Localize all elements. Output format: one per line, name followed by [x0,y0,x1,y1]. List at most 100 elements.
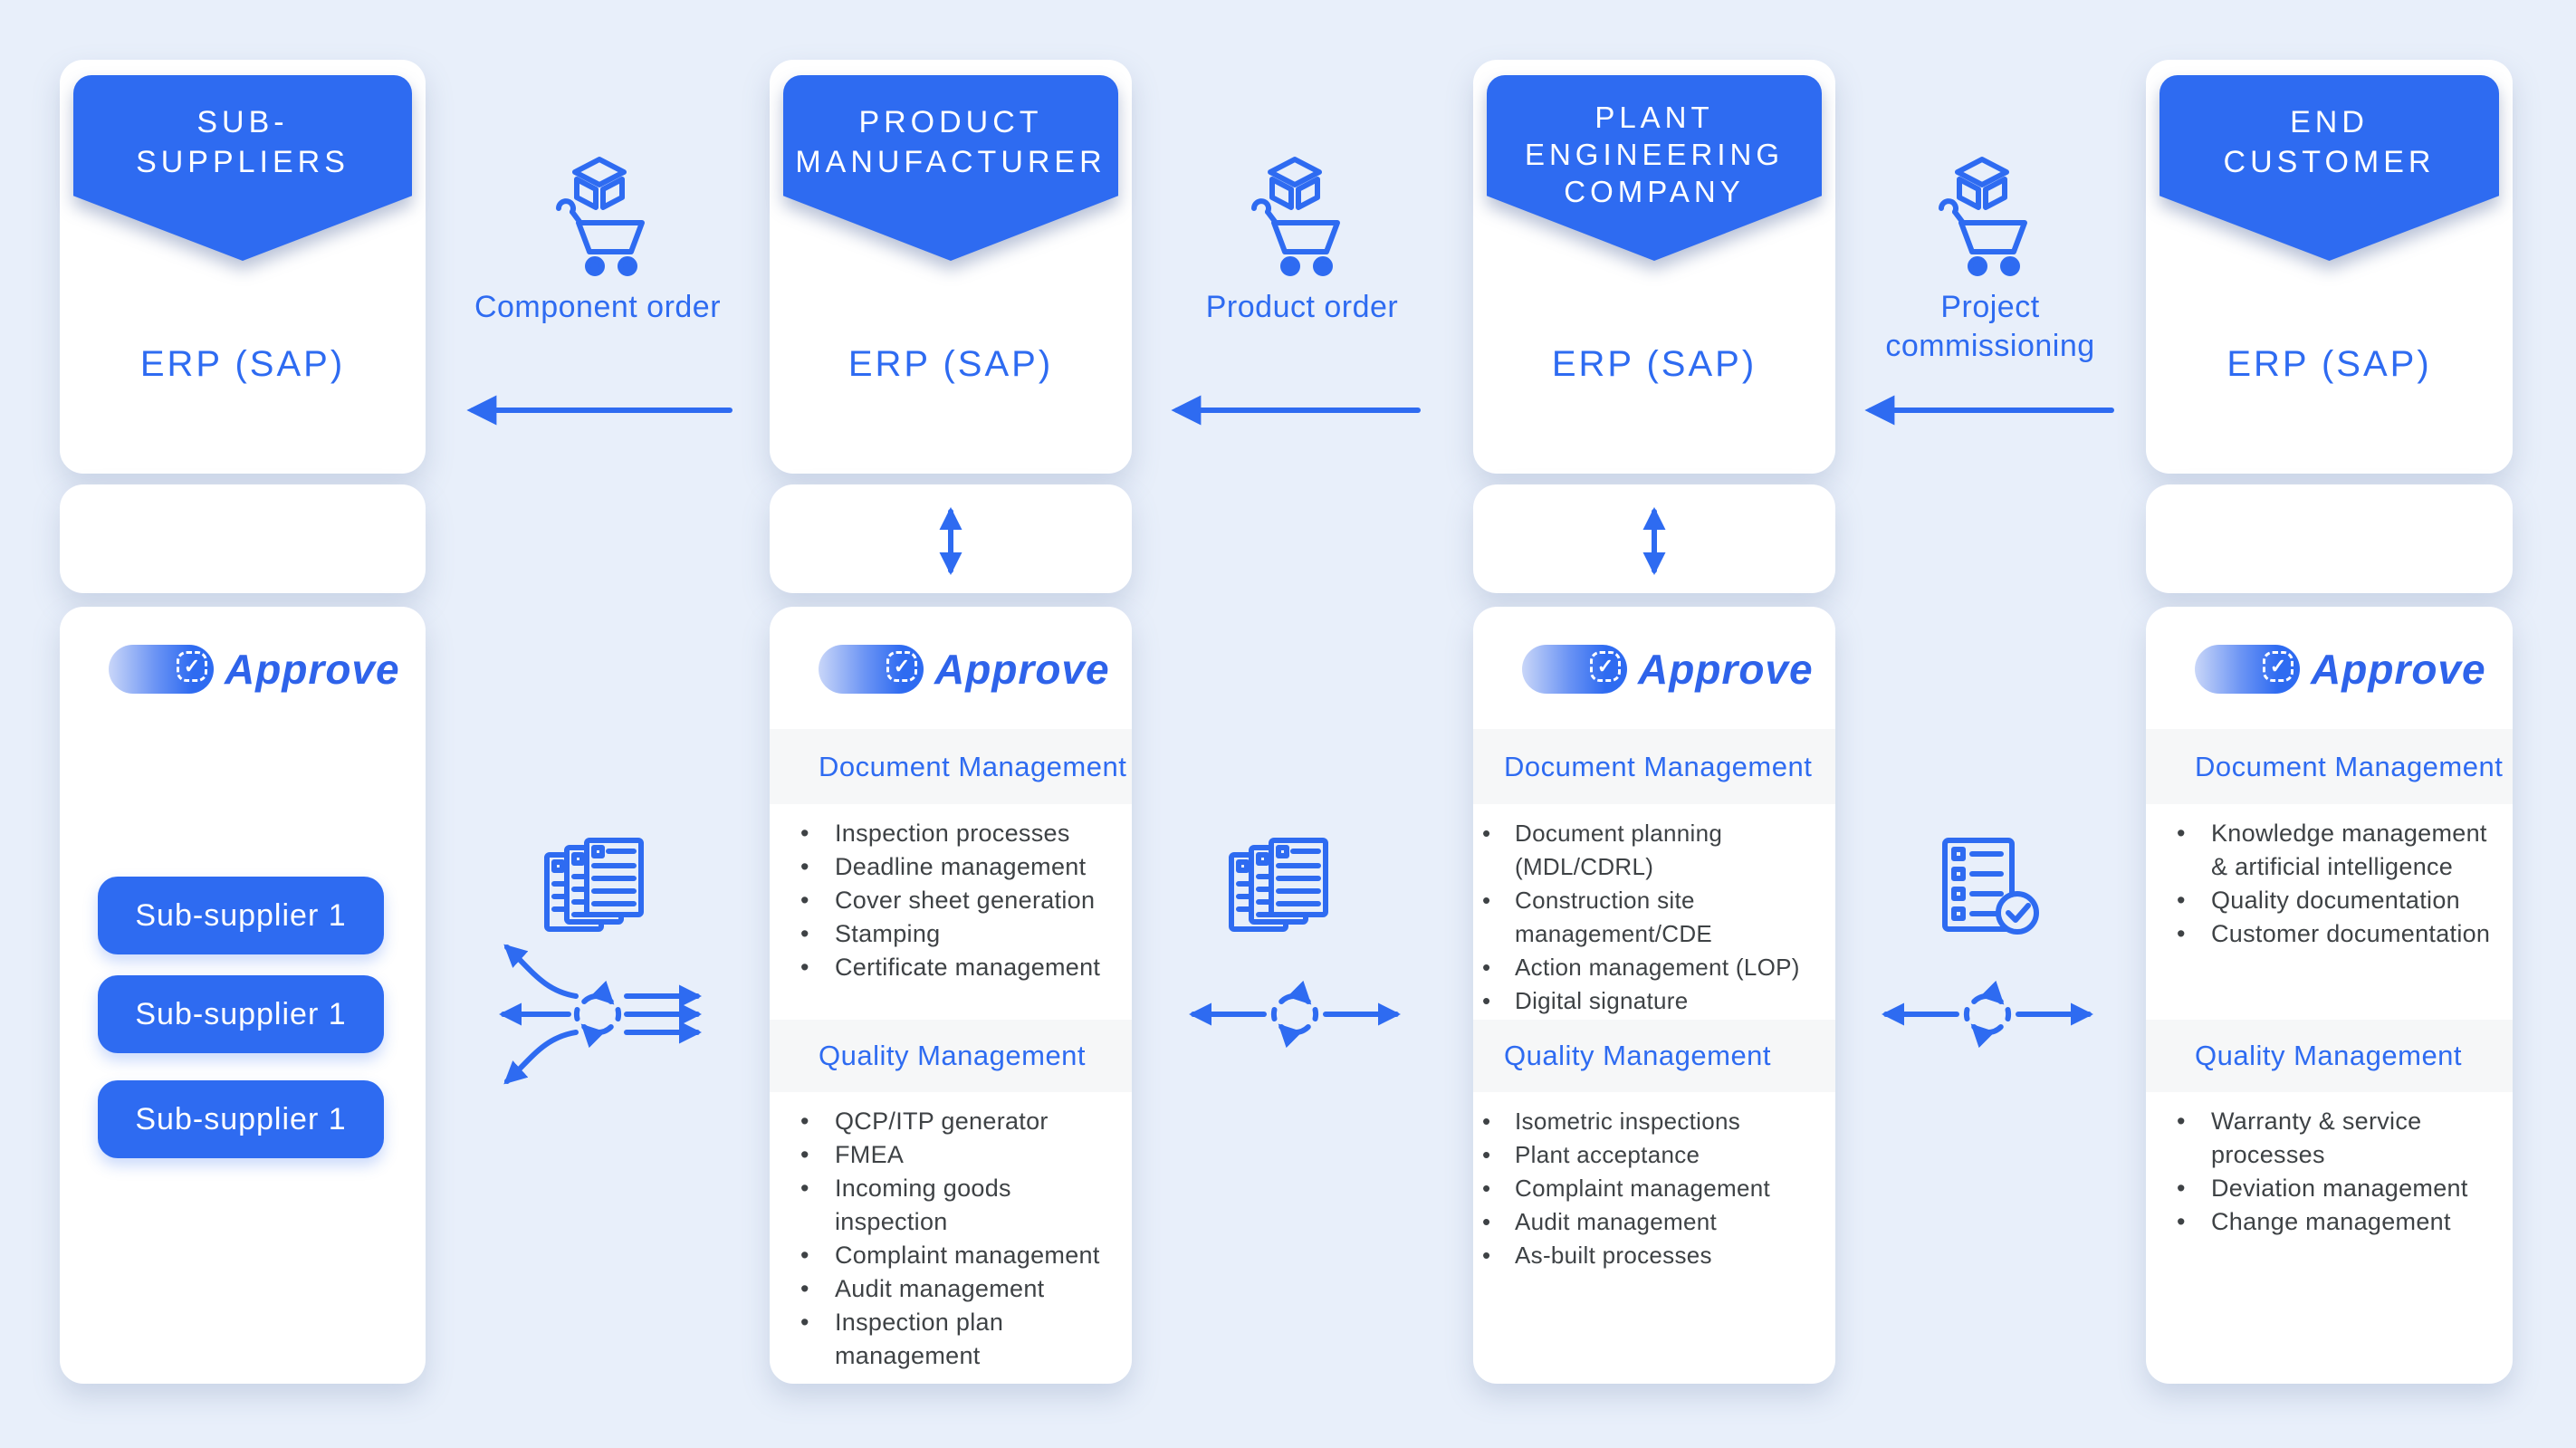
list-item: Change management [2146,1205,2500,1239]
documents-stack-icon [1231,840,1326,929]
erp-label: ERP (SAP) [2226,344,2432,384]
spacer-card [2146,484,2513,593]
end-customer-banner: END CUSTOMER [2159,75,2499,261]
section-title: Document Management [819,750,1127,782]
product-manufacturer-approve-card: ✓ Approve Document Management Inspection… [770,607,1132,1384]
sub-suppliers-banner: SUB- SUPPLIERS [73,75,412,261]
document-management-band: Document Management [2146,729,2513,804]
documents-stack-icon [547,840,641,929]
list-item: Audit management [1473,1205,1823,1239]
banner-title-line: PRODUCT [858,105,1043,139]
quality-management-band: Quality Management [770,1020,1132,1092]
banner-title-line: PLANT [1594,101,1714,134]
spacer-card [770,484,1132,593]
quality-management-list: QCP/ITP generator FMEA Incoming goods in… [770,1105,1132,1373]
sub-supplier-button-3: Sub-supplier 1 [98,1080,384,1158]
document-management-list: Inspection processes Deadline management… [770,817,1132,984]
list-item: Plant acceptance [1473,1138,1823,1172]
sub-supplier-button-1: Sub-supplier 1 [98,877,384,954]
banner-title-line: SUPPLIERS [136,145,350,179]
erp-label: ERP (SAP) [1551,344,1757,384]
check-icon: ✓ [886,651,917,682]
approve-logo-text: Approve [934,646,1110,693]
end-customer-approve-card: ✓ Approve Document Management Knowledge … [2146,607,2513,1384]
sync-branch-arrows [498,944,703,1085]
section-title: Quality Management [2195,1040,2463,1071]
erp-label: ERP (SAP) [139,344,346,384]
component-order-label: Component order [474,290,722,324]
plant-engineering-banner: PLANT ENGINEERING COMPANY [1487,75,1822,261]
list-item: Complaint management [770,1239,1119,1272]
banner-shape: SUB- SUPPLIERS [73,75,412,261]
list-item: FMEA [770,1138,1119,1172]
section-title: Document Management [2195,750,2504,782]
product-manufacturer-banner: PRODUCT MANUFACTURER [783,75,1118,261]
list-item: As-built processes [1473,1239,1823,1272]
banner-shape: PRODUCT MANUFACTURER [783,75,1118,261]
list-item: Customer documentation [2146,917,2500,951]
spacer-card [1473,484,1835,593]
list-item: Incoming goods inspection [770,1172,1119,1239]
banner-shape: PLANT ENGINEERING COMPANY [1487,75,1822,261]
list-item: Deviation management [2146,1172,2500,1205]
banner-title-line: ENGINEERING [1524,138,1785,171]
column-end-customer: END CUSTOMER ERP (SAP) ✓ Approve Documen… [2146,60,2513,1384]
quality-management-band: Quality Management [1473,1020,1835,1092]
banner-title-line: END [2290,105,2369,139]
product-order-cart-icon [1254,159,1337,273]
column-plant-engineering-company: PLANT ENGINEERING COMPANY ERP (SAP) ✓ Ap… [1473,60,1835,1384]
list-item: Knowledge management & artificial intell… [2146,817,2500,884]
banner-shape: END CUSTOMER [2159,75,2499,261]
banner-title-line: MANUFACTURER [795,145,1106,179]
approve-logo: ✓ Approve [1522,645,1814,694]
checklist-check-icon [1945,840,2036,932]
project-commissioning-label: Project commissioning [1885,290,2095,363]
plant-engineering-erp-card: PLANT ENGINEERING COMPANY ERP (SAP) [1473,60,1835,474]
quality-management-list: Warranty & service processes Deviation m… [2146,1105,2513,1239]
product-order-label: Product order [1205,290,1399,324]
list-item: Warranty & service processes [2146,1105,2500,1172]
plant-engineering-approve-card: ✓ Approve Document Management Document p… [1473,607,1835,1384]
approve-logo-icon: ✓ [109,645,214,694]
list-item: Audit management [770,1272,1119,1306]
list-item: Quality documentation [2146,884,2500,917]
erp-label: ERP (SAP) [847,344,1054,384]
project-commissioning-cart-icon [1941,159,2025,273]
approve-logo-icon: ✓ [2195,645,2300,694]
list-item: Isometric inspections [1473,1105,1823,1138]
spacer-card [60,484,426,593]
list-item: Complaint management [1473,1172,1823,1205]
document-management-list: Document planning (MDL/CDRL) Constructio… [1473,817,1835,1018]
list-item: Deadline management [770,850,1119,884]
approve-logo-text: Approve [2311,646,2486,693]
check-icon: ✓ [177,651,207,682]
list-item: QCP/ITP generator [770,1105,1119,1138]
list-item: Certificate management [770,951,1119,984]
approve-logo: ✓ Approve [2195,645,2486,694]
sub-suppliers-approve-card: ✓ Approve Sub-supplier 1 Sub-supplier 1 … [60,607,426,1384]
list-item: Inspection processes [770,817,1119,850]
list-item: Document planning (MDL/CDRL) [1473,817,1823,884]
approve-logo-text: Approve [1638,646,1814,693]
column-product-manufacturer: PRODUCT MANUFACTURER ERP (SAP) ✓ Approve… [770,60,1132,1384]
approve-logo: ✓ Approve [819,645,1110,694]
list-item: Digital signature [1473,984,1823,1018]
end-customer-erp-card: END CUSTOMER ERP (SAP) [2146,60,2513,474]
approve-logo-text: Approve [225,646,400,693]
list-item: Action management (LOP) [1473,951,1823,984]
list-item: Cover sheet generation [770,884,1119,917]
column-sub-suppliers: SUB- SUPPLIERS ERP (SAP) ✓ Approve Sub-s… [60,60,426,1384]
banner-title-line: COMPANY [1564,175,1745,208]
list-item: Inspection plan management [770,1306,1119,1373]
sync-exchange-arrows [1881,996,2094,1032]
check-icon: ✓ [1590,651,1621,682]
check-icon: ✓ [2263,651,2294,682]
component-order-cart-icon [559,159,642,273]
document-management-list: Knowledge management & artificial intell… [2146,817,2513,951]
section-title: Quality Management [819,1040,1087,1071]
sync-exchange-arrows [1188,996,1402,1032]
approve-logo: ✓ Approve [109,645,400,694]
quality-management-list: Isometric inspections Plant acceptance C… [1473,1105,1835,1272]
list-item: Construction site management/CDE [1473,884,1823,951]
